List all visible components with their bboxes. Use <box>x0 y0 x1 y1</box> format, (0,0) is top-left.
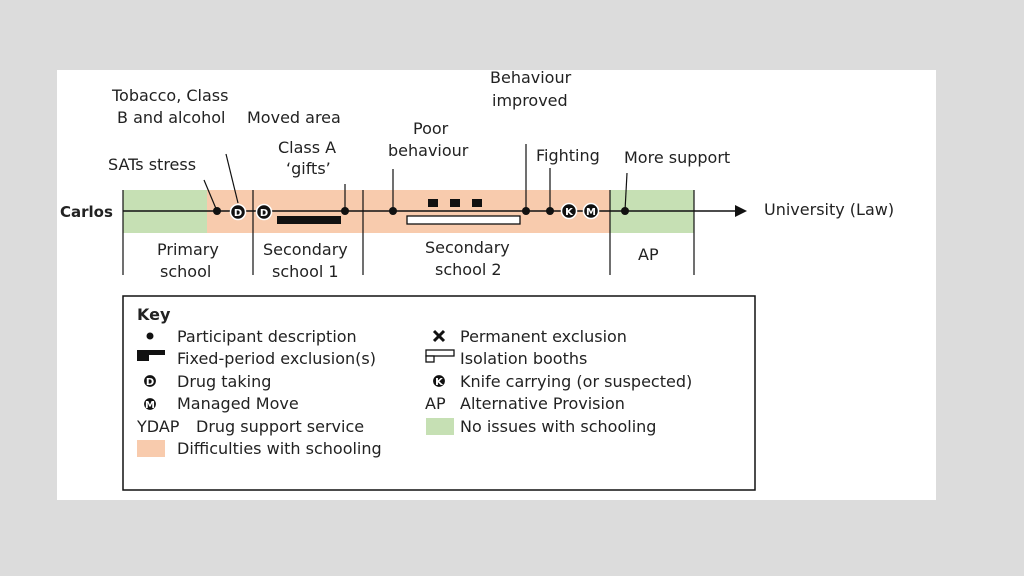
key-box <box>122 295 756 491</box>
participant-name: Carlos <box>60 203 113 221</box>
key-managed-move: Managed Move <box>177 394 299 413</box>
phase-label-secondary1-2: school 1 <box>272 262 339 281</box>
drug-badge-icon: D <box>142 373 158 389</box>
key-drug-taking: Drug taking <box>177 372 271 391</box>
event-label-tobacco-2: B and alcohol <box>117 108 225 127</box>
event-dot-class-a <box>341 207 349 215</box>
svg-text:M: M <box>586 207 596 218</box>
fixed-period-exclusion-mark <box>428 199 438 207</box>
outcome-label: University (Law) <box>764 200 894 219</box>
isolation-booth-bar <box>406 215 521 225</box>
phase-label-secondary2-1: Secondary <box>425 238 510 257</box>
managed-move-badge-icon: M <box>582 202 600 220</box>
svg-text:D: D <box>260 208 268 219</box>
pointer-tobacco <box>225 153 239 204</box>
key-ap-desc: Alternative Provision <box>460 394 625 413</box>
managed-move-badge-icon: M <box>142 396 158 412</box>
drug-badge-icon: D <box>229 203 247 221</box>
key-knife-carrying: Knife carrying (or suspected) <box>460 372 692 391</box>
phase-label-secondary2-2: school 2 <box>435 260 502 279</box>
difficulties-swatch <box>137 440 165 457</box>
event-dot-more-support <box>621 207 629 215</box>
key-participant-description: Participant description <box>177 327 357 346</box>
key-title: Key <box>137 305 171 324</box>
event-dot-poor <box>389 207 397 215</box>
event-dot-sats <box>213 207 221 215</box>
key-no-issues: No issues with schooling <box>460 417 656 436</box>
key-permanent-exclusion: Permanent exclusion <box>460 327 627 346</box>
isolation-booth-icon <box>425 349 455 363</box>
event-dot-fighting <box>546 207 554 215</box>
event-label-moved-area: Moved area <box>247 108 341 127</box>
event-dot-behaviour <box>522 207 530 215</box>
key-ydap-abbr: YDAP <box>136 417 180 436</box>
knife-badge-icon: K <box>431 373 447 389</box>
svg-text:D: D <box>146 377 154 388</box>
pointer-more-support <box>624 172 628 212</box>
fixed-period-exclusion-mark <box>472 199 482 207</box>
timeline-diagram: Carlos University (Law) D D K M SATs str… <box>60 70 894 491</box>
event-label-poor-1: Poor <box>413 119 449 138</box>
bar-icon-tail <box>137 355 149 361</box>
event-label-behaviour-2: improved <box>492 91 568 110</box>
key-ap-abbr: AP <box>425 394 446 413</box>
event-label-poor-2: behaviour <box>388 141 469 160</box>
slide: Carlos University (Law) D D K M SATs str… <box>57 70 936 500</box>
event-label-more-support: More support <box>624 148 730 167</box>
svg-text:D: D <box>234 208 242 219</box>
dot-icon <box>146 332 154 340</box>
phase-label-secondary1-1: Secondary <box>263 240 348 259</box>
fixed-period-exclusion-mark <box>450 199 460 207</box>
phase-label-primary-2: school <box>160 262 211 281</box>
phase-label-primary-1: Primary <box>157 240 219 259</box>
event-label-class-a-1: Class A <box>278 138 336 157</box>
drug-badge-icon: D <box>255 203 273 221</box>
event-label-sats-stress: SATs stress <box>108 155 196 174</box>
event-label-tobacco-1: Tobacco, Class <box>111 86 228 105</box>
key-ydap-desc: Drug support service <box>196 417 364 436</box>
event-label-behaviour-1: Behaviour <box>490 70 572 87</box>
key-isolation-booths: Isolation booths <box>460 349 587 368</box>
key-fixed-period: Fixed-period exclusion(s) <box>177 349 376 368</box>
svg-text:K: K <box>565 207 574 218</box>
timeline-arrowhead <box>735 205 747 217</box>
no-issues-swatch <box>426 418 454 435</box>
fixed-period-exclusion-bar <box>277 216 341 224</box>
event-label-class-a-2: ‘gifts’ <box>286 159 331 178</box>
phase-label-ap: AP <box>638 245 659 264</box>
svg-text:K: K <box>435 377 444 388</box>
knife-badge-icon: K <box>560 202 578 220</box>
cross-icon <box>432 329 446 343</box>
bar-icon <box>137 350 165 355</box>
pointer-sats <box>203 179 218 212</box>
event-label-fighting: Fighting <box>536 146 600 165</box>
key-difficulties: Difficulties with schooling <box>177 439 382 458</box>
svg-text:M: M <box>145 400 155 411</box>
